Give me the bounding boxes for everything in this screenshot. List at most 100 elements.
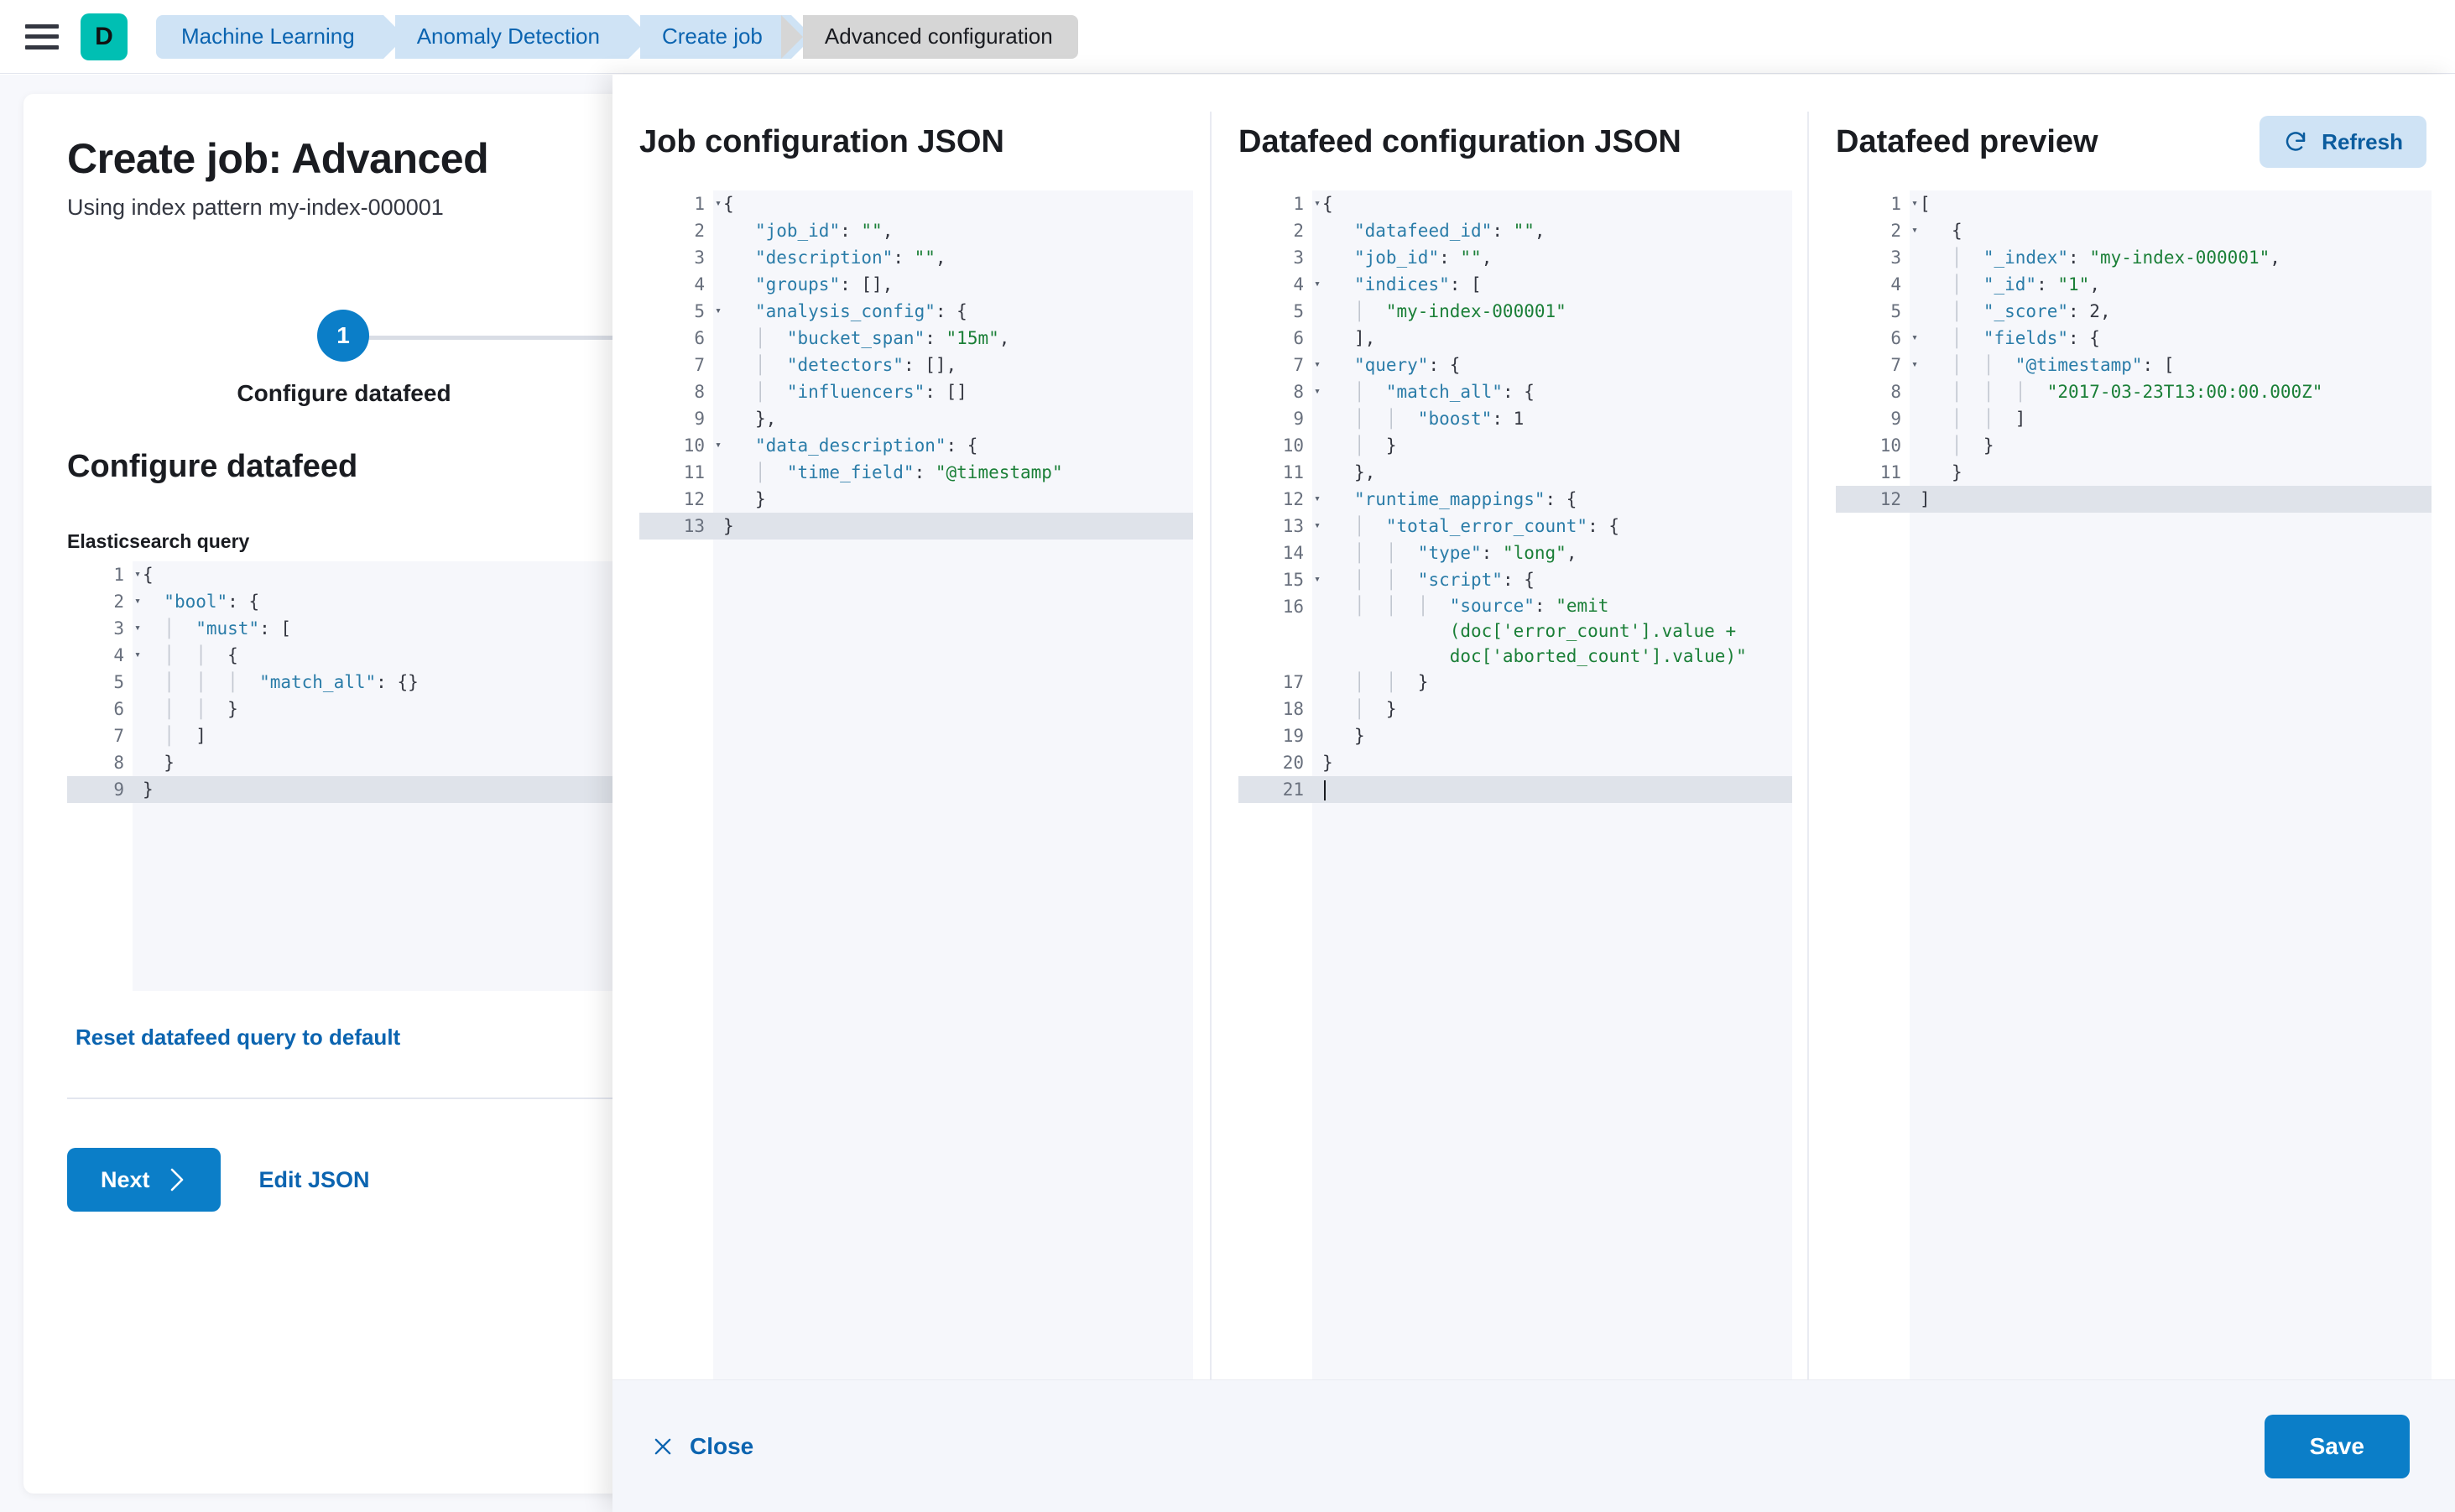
code-text: │ } (1322, 435, 1397, 456)
code-line[interactable]: 10 │ } (1238, 432, 1792, 459)
code-line[interactable]: 4 │ "_id": "1", (1836, 271, 2432, 298)
code-line[interactable]: 12 } (639, 486, 1193, 513)
code-line[interactable]: 15▾ │ │ "script": { (1238, 566, 1792, 593)
code-line[interactable]: 2 "datafeed_id": "", (1238, 217, 1792, 244)
code-line[interactable]: 9 │ │ "boost": 1 (1238, 405, 1792, 432)
fold-toggle-icon[interactable]: ▾ (1314, 573, 1321, 586)
code-line[interactable]: 11 } (1836, 459, 2432, 486)
code-line[interactable]: 8 │ │ │ "2017-03-23T13:00:00.000Z" (1836, 378, 2432, 405)
code-line[interactable]: 12] (1836, 486, 2432, 513)
code-line[interactable]: 3▾ │ "must": [ (67, 615, 913, 642)
code-line[interactable]: 3 "description": "", (639, 244, 1193, 271)
fold-toggle-icon[interactable]: ▾ (1314, 197, 1321, 210)
app-logo[interactable]: D (81, 13, 128, 60)
fold-toggle-icon[interactable]: ▾ (1911, 358, 1918, 371)
code-line[interactable]: 7 │ "detectors": [], (639, 352, 1193, 378)
fold-toggle-icon[interactable]: ▾ (1314, 385, 1321, 398)
code-line[interactable]: 10▾ "data_description": { (639, 432, 1193, 459)
section-heading: Configure datafeed (67, 449, 358, 484)
code-line[interactable]: 2▾ { (1836, 217, 2432, 244)
fold-toggle-icon[interactable]: ▾ (1911, 331, 1918, 344)
fold-toggle-icon[interactable]: ▾ (1314, 358, 1321, 371)
job-configuration-json-editor[interactable]: 1▾{2 "job_id": "",3 "description": "",4 … (639, 190, 1193, 1379)
hamburger-icon[interactable] (25, 23, 59, 50)
code-text: } (1951, 462, 1962, 482)
code-line[interactable]: 4 "groups": [], (639, 271, 1193, 298)
code-line[interactable]: 6 │ │ } (67, 696, 913, 722)
code-text: { (723, 194, 734, 214)
code-line[interactable]: 13} (639, 513, 1193, 540)
breadcrumb-item-advanced-configuration[interactable]: Advanced configuration (780, 14, 1078, 59)
save-button[interactable]: Save (2264, 1414, 2410, 1478)
reset-datafeed-query-link[interactable]: Reset datafeed query to default (76, 1025, 401, 1050)
code-line[interactable]: 16 │ │ │ "source": "emit (doc['error_cou… (1238, 593, 1792, 669)
code-line[interactable]: 5 │ "my-index-000001" (1238, 298, 1792, 325)
close-button[interactable]: Close (651, 1433, 753, 1460)
fold-toggle-icon[interactable]: ▾ (1314, 278, 1321, 290)
code-text: "job_id": "", (754, 221, 894, 241)
fold-toggle-icon[interactable]: ▾ (715, 197, 722, 210)
stepper-step-1[interactable]: 1 (317, 310, 369, 362)
code-line[interactable]: 10 │ } (1836, 432, 2432, 459)
breadcrumb-item-machine-learning[interactable]: Machine Learning (156, 14, 405, 59)
code-text: "bool": { (164, 592, 260, 612)
code-line[interactable]: 1▾[ (1836, 190, 2432, 217)
code-line[interactable]: 1▾{ (1238, 190, 1792, 217)
line-number: 7 (639, 352, 713, 378)
refresh-button[interactable]: Refresh (2260, 116, 2426, 168)
fold-toggle-icon[interactable]: ▾ (134, 622, 141, 634)
code-line[interactable]: 5 │ "_score": 2, (1836, 298, 2432, 325)
code-line[interactable]: 17 │ │ } (1238, 669, 1792, 696)
flyout-body: Job configuration JSON 1▾{2 "job_id": ""… (612, 75, 2455, 1379)
fold-toggle-icon[interactable]: ▾ (1911, 197, 1918, 210)
fold-toggle-icon[interactable]: ▾ (715, 305, 722, 317)
line-number: 13 (639, 513, 713, 540)
code-line[interactable]: 14 │ │ "type": "long", (1238, 540, 1792, 566)
breadcrumb-item-anomaly-detection[interactable]: Anomaly Detection (394, 14, 651, 59)
code-line[interactable]: 8 │ "influencers": [] (639, 378, 1193, 405)
code-line[interactable]: 1▾{ (67, 561, 913, 588)
code-line[interactable]: 6 ], (1238, 325, 1792, 352)
code-line[interactable]: 3 "job_id": "", (1238, 244, 1792, 271)
fold-toggle-icon[interactable]: ▾ (715, 439, 722, 451)
datafeed-configuration-json-editor[interactable]: 1▾{2 "datafeed_id": "",3 "job_id": "",4▾… (1238, 190, 1792, 1379)
code-line[interactable]: 7 │ ] (67, 722, 913, 749)
fold-toggle-icon[interactable]: ▾ (1911, 224, 1918, 237)
code-line[interactable]: 5 │ │ │ "match_all": {} (67, 669, 913, 696)
code-line[interactable]: 3 │ "_index": "my-index-000001", (1836, 244, 2432, 271)
fold-toggle-icon[interactable]: ▾ (1314, 519, 1321, 532)
breadcrumb-item-create-job[interactable]: Create job (639, 14, 813, 59)
code-line[interactable]: 19 } (1238, 722, 1792, 749)
code-line[interactable]: 7▾ │ │ "@timestamp": [ (1836, 352, 2432, 378)
fold-toggle-icon[interactable]: ▾ (1314, 493, 1321, 505)
code-text: } (723, 516, 734, 536)
code-line[interactable]: 11 }, (1238, 459, 1792, 486)
code-line[interactable]: 9 │ │ ] (1836, 405, 2432, 432)
code-line[interactable]: 11 │ "time_field": "@timestamp" (639, 459, 1193, 486)
code-line[interactable]: 6 │ "bucket_span": "15m", (639, 325, 1193, 352)
datafeed-preview-json-editor[interactable]: 1▾[2▾ {3 │ "_index": "my-index-000001",4… (1836, 190, 2432, 1379)
code-line[interactable]: 9 }, (639, 405, 1193, 432)
code-line[interactable]: 18 │ } (1238, 696, 1792, 722)
code-text: │ │ "boost": 1 (1322, 409, 1525, 429)
code-line[interactable]: 2▾ "bool": { (67, 588, 913, 615)
code-line[interactable]: 20} (1238, 749, 1792, 776)
fold-toggle-icon[interactable]: ▾ (134, 595, 141, 607)
fold-toggle-icon[interactable]: ▾ (134, 649, 141, 661)
code-line[interactable]: 21 (1238, 776, 1792, 803)
fold-toggle-icon[interactable]: ▾ (134, 568, 141, 581)
edit-json-button[interactable]: Edit JSON (258, 1166, 370, 1192)
code-line[interactable]: 13▾ │ "total_error_count": { (1238, 513, 1792, 540)
code-line[interactable]: 1▾{ (639, 190, 1193, 217)
code-line[interactable]: 4▾ │ │ { (67, 642, 913, 669)
code-line[interactable]: 2 "job_id": "", (639, 217, 1193, 244)
code-line[interactable]: 4▾ "indices": [ (1238, 271, 1792, 298)
code-line[interactable]: 8 } (67, 749, 913, 776)
code-line[interactable]: 12▾ "runtime_mappings": { (1238, 486, 1792, 513)
code-line[interactable]: 5▾ "analysis_config": { (639, 298, 1193, 325)
code-line[interactable]: 7▾ "query": { (1238, 352, 1792, 378)
code-line[interactable]: 6▾ │ "fields": { (1836, 325, 2432, 352)
line-number: 3 (67, 615, 133, 642)
code-line[interactable]: 8▾ │ "match_all": { (1238, 378, 1792, 405)
next-button[interactable]: Next (67, 1148, 221, 1212)
